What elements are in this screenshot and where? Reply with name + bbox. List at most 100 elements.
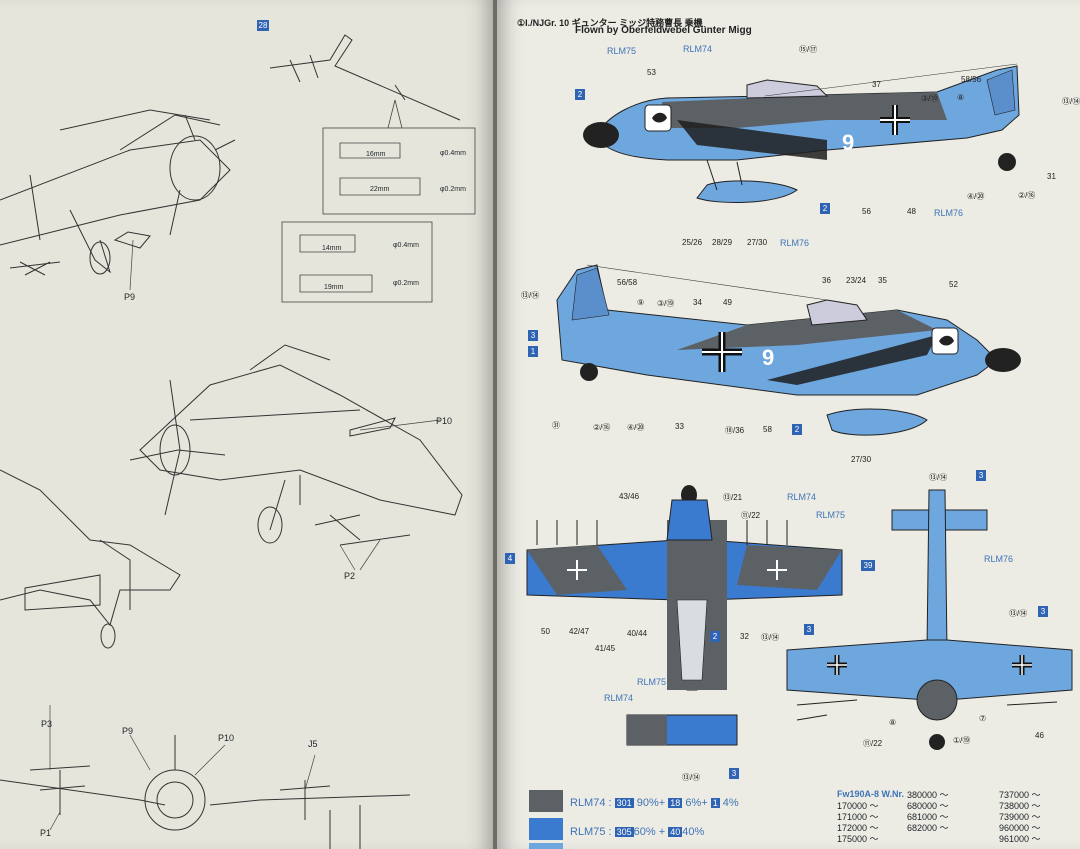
antenna-detail-box-1 [322,127,476,215]
label-37: 37 [872,80,881,89]
label-53: 53 [647,68,656,77]
label-42-47: 42/47 [569,627,590,636]
label-34: 34 [693,298,702,307]
label-23-24: 23/24 [846,276,867,285]
antenna-wire-drawing [269,34,461,121]
label-rlm75: RLM75 [607,46,637,56]
serials-col3: 737000 ～ 738000 ～ 739000 ～ 960000 ～ 9610… [999,790,1041,844]
label-48-top: 48 [907,207,916,216]
label-2-16-second: ②/⑯ [593,423,611,432]
label-31-second: ㉛ [552,421,560,430]
label-13-21: ⑬/21 [723,493,743,502]
label-1-19-topview: ①/⑲ [953,736,971,745]
label-32: 32 [740,632,749,641]
drop-tank-second [826,408,928,436]
label-58-second: 58 [763,425,772,434]
dim-diameter-b2: φ0.2mm [393,280,419,287]
serials-title: Fw190A-8 W.Nr. [837,789,905,799]
label-25-26: 25/26 [682,238,703,247]
label-4-20-second: ④/⑳ [627,423,645,432]
label-8: ⑧ [957,93,965,102]
plane-drawing-2 [139,364,463,516]
callout-p1: P1 [40,828,52,838]
label-46-topview: 46 [1035,731,1044,740]
label-27-30-top: 27/30 [747,238,768,247]
dim-diameter-a2: φ0.4mm [393,242,419,249]
label-rlm74-tail: RLM74 [604,693,634,703]
label-rlm74: RLM74 [683,44,713,54]
label-9: ⑨ [637,298,645,307]
fuselage-code-top: 9 [842,130,854,155]
label-33: 33 [675,422,684,431]
serials-col1: 170000 ～ 171000 ～ 172000 ～ 175000 ～ [837,801,879,844]
legend-swatch-rlm74 [529,790,563,812]
label-8-topview: ⑧ [889,718,897,727]
label-31-top: 31 [1047,172,1056,181]
label-rlm76-top: RLM76 [934,208,964,218]
top-profile-aircraft [583,65,1020,203]
marker-3-second: 3 [528,330,538,341]
label-13-14-second: ⑬/⑭ [521,291,540,300]
label-rlm74-under: RLM74 [787,492,817,502]
plane-drawing-1 [0,139,231,246]
label-18-36: ⑱/36 [725,426,745,435]
legend-swatch-rlm75 [529,818,563,840]
label-11-22-topview: ⑪/22 [863,739,883,748]
antenna-detail-box-2 [281,221,433,303]
callout-p3: P3 [41,719,53,729]
left-page: 28 16mm φ0.4mm 22mm φ0.2mm 14mm φ0.4mm 1… [0,0,493,849]
label-15-17: ⑮/⑰ [799,45,818,54]
label-3-19: ③/⑲ [921,94,939,103]
left-page-line-art [0,34,476,849]
marker-3-topview-b: 3 [1038,606,1048,617]
label-27-30-second: 27/30 [851,455,872,464]
label-56-top: 56 [862,207,871,216]
label-11-22: ⑪/22 [741,511,761,520]
label-56-58: 56/58 [617,278,638,287]
label-rlm76-topview: RLM76 [984,554,1014,564]
callout-p9-bottom: P9 [122,726,134,736]
second-profile-aircraft [556,264,1021,436]
label-43-46: 43/46 [619,492,640,501]
label-40-44: 40/44 [627,629,648,638]
dim-length-b2: 19mm [324,284,344,291]
label-36: 36 [822,276,831,285]
label-49: 49 [723,298,732,307]
underside-view-aircraft [526,485,843,746]
label-13-14-under: ⑬/⑭ [761,633,780,642]
label-35: 35 [878,276,887,285]
dim-length-a2: 14mm [322,245,342,252]
plane-drawing-3 [0,469,181,627]
profile-title-jp: ①I./NJGr. 10 ギュンター ミッジ特務曹長 乗機 [517,18,703,28]
profile-title-en: Flown by Oberfeldwebel Günter Migg [575,25,752,36]
label-13-14-topview: ⑬/⑭ [929,473,948,482]
label-rlm76-tank: RLM76 [780,238,810,248]
dim-diameter-a1: φ0.4mm [440,150,466,157]
label-50: 50 [541,627,550,636]
label-52: 52 [949,280,958,289]
callout-p10-mid: P10 [436,416,453,426]
marker-4-under: 4 [505,553,515,564]
dim-length-a1: 16mm [366,151,386,158]
label-4-20-top: ④/⑳ [967,192,985,201]
marker-3-tail: 3 [729,768,739,779]
marker-2-second: 2 [792,424,802,435]
step-number-badge: 28 [257,20,269,31]
drop-tank-top [696,180,798,203]
label-rlm75-under: RLM75 [816,510,846,520]
label-58-56: 58/56 [961,75,982,84]
callout-j5: J5 [308,739,318,749]
marker-39-under: 39 [861,560,875,571]
top-view-aircraft [786,489,1073,750]
marker-2-top-b: 2 [820,203,830,214]
label-13-14-tail: ⑬/⑭ [682,773,701,782]
front-view-drawing [0,779,411,806]
label-28-29: 28/29 [712,238,733,247]
right-page-profiles: 9 9 [526,63,1073,849]
right-page: 9 9 [497,0,1080,849]
label-rlm75-tail: RLM75 [637,677,667,687]
label-41-45: 41/45 [595,644,616,653]
serials-col2: 380000 ～ 680000 ～ 681000 ～ 682000 ～ [907,790,949,833]
fuselage-code-second: 9 [762,345,774,370]
